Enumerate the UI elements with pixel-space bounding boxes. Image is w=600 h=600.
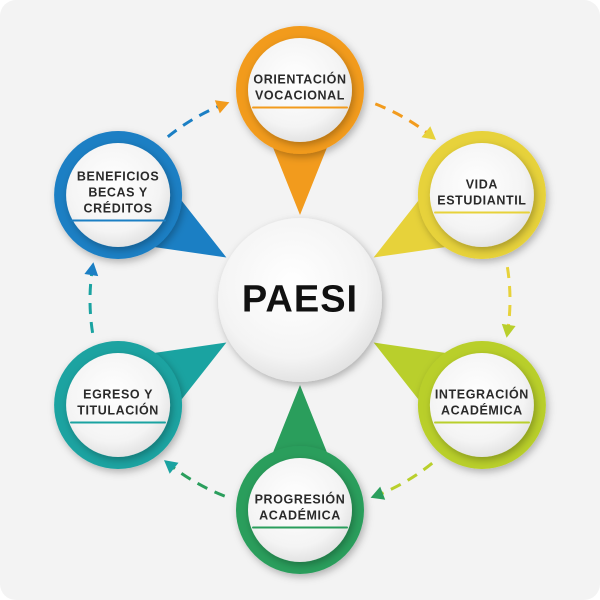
- connector-arrowhead-vida: [501, 323, 516, 338]
- connector-arrowhead-egreso: [84, 262, 99, 277]
- node-disc-orientacion: [248, 38, 352, 142]
- node-label-line: CRÉDITOS: [83, 201, 153, 216]
- center-circle: [218, 218, 382, 382]
- node-label-line: PROGRESIÓN: [254, 492, 346, 507]
- center-title: PAESI: [241, 278, 359, 321]
- connector-arc-beneficios: [166, 102, 226, 138]
- node-label-line: TITULACIÓN: [77, 403, 159, 418]
- label-underline: [252, 106, 348, 109]
- node-label-line: VIDA: [465, 177, 499, 192]
- node-label-line: ACADÉMICA: [440, 403, 523, 418]
- node-disc-vida: [429, 143, 534, 247]
- node-label-line: ACADÉMICA: [259, 508, 341, 523]
- node-disc-integracion: [429, 353, 534, 457]
- node-label-line: ORIENTACIÓN: [253, 72, 347, 87]
- label-underline: [433, 421, 530, 424]
- connector-arc-egreso: [88, 266, 95, 334]
- connector-arc-integracion: [374, 462, 434, 498]
- label-underline: [252, 526, 348, 529]
- label-underline: [433, 211, 530, 214]
- node-label-line: VOCACIONAL: [254, 88, 346, 103]
- node-disc-progresion: [248, 458, 352, 562]
- node-label-line: EGRESO Y: [83, 387, 154, 402]
- node-label-line: ESTUDIANTIL: [437, 193, 527, 208]
- connector-arrowhead-orientacion: [421, 126, 436, 140]
- label-underline: [70, 219, 167, 222]
- connector-arc-orientacion: [374, 102, 434, 138]
- connector-arrowhead-integracion: [370, 486, 386, 500]
- node-disc-egreso: [66, 353, 171, 457]
- connector-arrowhead-progresion: [164, 460, 179, 474]
- label-underline: [70, 421, 167, 424]
- connector-arrowhead-beneficios: [214, 100, 230, 114]
- node-label-line: BENEFICIOS: [76, 169, 160, 184]
- connector-arc-vida: [505, 266, 512, 334]
- node-label-line: BECAS Y: [88, 185, 148, 200]
- node-label-line: INTEGRACIÓN: [434, 387, 529, 402]
- connector-arc-progresion: [166, 462, 226, 498]
